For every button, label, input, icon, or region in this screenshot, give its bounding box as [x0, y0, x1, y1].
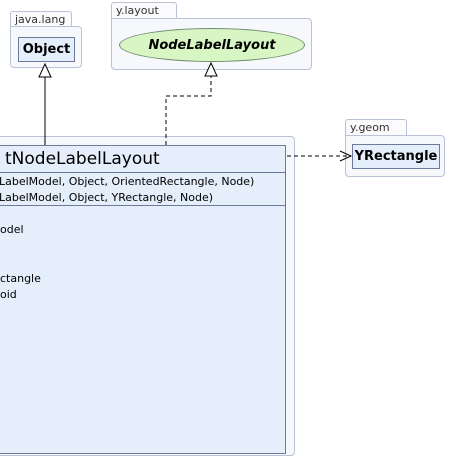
interface-node-label-layout: NodeLabelLayout [119, 28, 305, 62]
class-main: tNodeLabelLayout LabelModel, Object, Ori… [0, 145, 286, 454]
inheritance-arrowhead [38, 62, 52, 78]
package-tab-y-geom: y.geom [345, 119, 407, 135]
package-tab-y-layout: y.layout [111, 2, 177, 18]
realization-line [165, 76, 212, 145]
member-3: oid [0, 288, 17, 301]
main-class-title: tNodeLabelLayout [0, 146, 285, 173]
member-2: ctangle [0, 272, 41, 285]
class-object: Object [18, 37, 75, 62]
main-class-name: tNodeLabelLayout [5, 149, 160, 169]
constructor-separator [0, 205, 285, 206]
member-1: odel [0, 223, 24, 236]
class-yrectangle: YRectangle [352, 144, 440, 169]
dependency-arrowhead [339, 150, 353, 162]
constructor-2: LabelModel, Object, YRectangle, Node) [0, 191, 214, 204]
realization-arrowhead [204, 61, 218, 77]
constructor-1: LabelModel, Object, OrientedRectangle, N… [0, 175, 255, 188]
package-tab-java-lang: java.lang [10, 11, 72, 27]
